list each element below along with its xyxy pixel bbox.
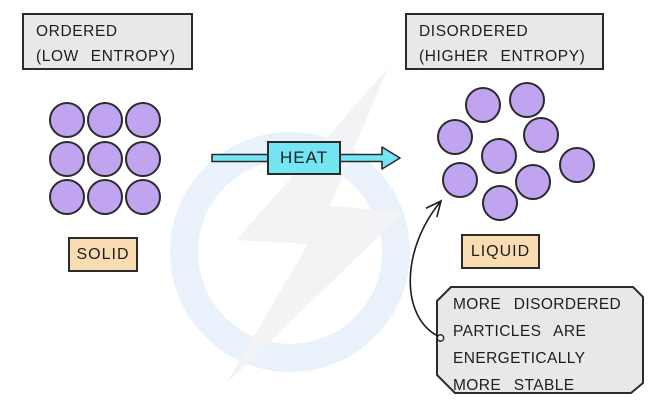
heat-label: HEAT: [279, 148, 329, 167]
particle: [465, 87, 501, 123]
disordered-label-line1: DISORDERED: [419, 23, 529, 40]
particle: [49, 179, 85, 215]
particle: [125, 179, 161, 215]
solid-label: SOLID: [76, 245, 130, 263]
particle: [125, 141, 161, 177]
note-line-4: MORE STABLE: [453, 377, 575, 394]
particle: [437, 119, 473, 155]
particle: [559, 147, 595, 183]
disordered-label-box: DISORDERED (HIGHER ENTROPY): [405, 13, 604, 70]
particle: [482, 185, 518, 221]
particle: [509, 82, 545, 118]
particle: [49, 141, 85, 177]
disordered-label-line2: (HIGHER ENTROPY): [419, 48, 586, 65]
ordered-label-box: ORDERED (LOW ENTROPY): [22, 13, 193, 70]
particle: [515, 164, 551, 200]
note-line-3: ENERGETICALLY: [453, 350, 586, 367]
particle: [87, 102, 123, 138]
particle: [523, 117, 559, 153]
particle: [49, 102, 85, 138]
liquid-label: LIQUID: [470, 242, 531, 260]
note-line-2: PARTICLES ARE: [453, 323, 587, 340]
liquid-state-box: LIQUID: [461, 234, 540, 269]
particle: [87, 179, 123, 215]
particle: [481, 138, 517, 174]
note-text: MORE DISORDERED PARTICLES ARE ENERGETICA…: [453, 291, 643, 399]
particle: [442, 162, 478, 198]
solid-state-box: SOLID: [68, 237, 138, 272]
particle: [87, 141, 123, 177]
particle: [125, 102, 161, 138]
note-line-1: MORE DISORDERED: [453, 296, 622, 313]
ordered-label-line1: ORDERED: [36, 23, 118, 40]
ordered-label-line2: (LOW ENTROPY): [36, 48, 176, 65]
